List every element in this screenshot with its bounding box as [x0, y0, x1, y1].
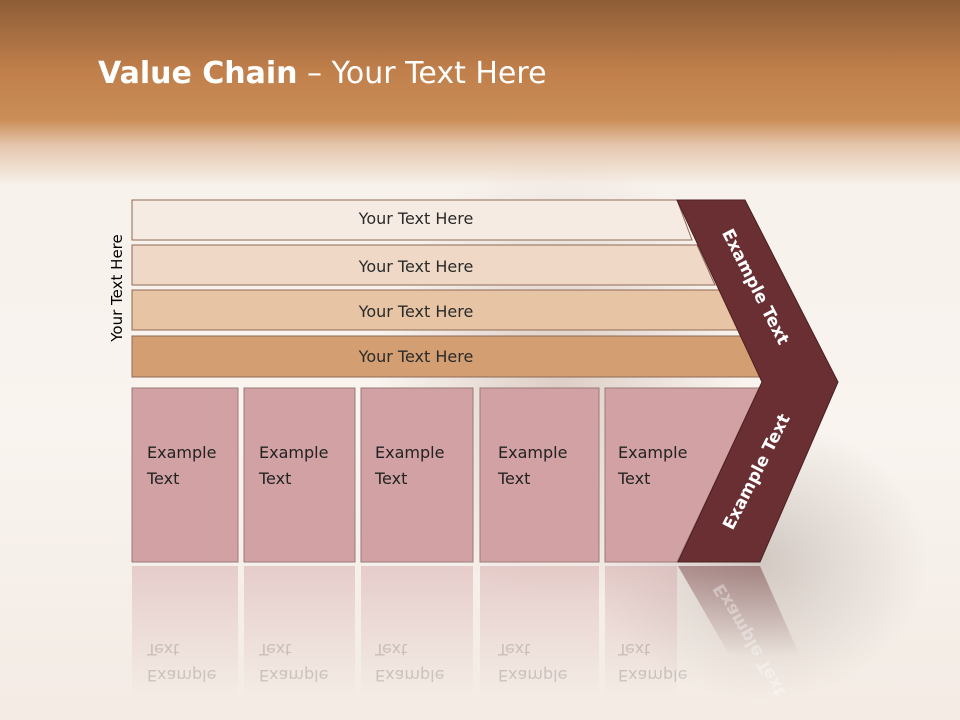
bar-1 [131, 199, 693, 241]
box-3-line1: Example [375, 443, 445, 462]
box-3-label-reflection: Example Text [375, 636, 444, 688]
bar-4-label: Your Text Here [358, 347, 474, 366]
box-3-reflection [361, 566, 473, 696]
box-1-label-reflection: Example Text [147, 636, 216, 688]
chevron-arrow [676, 199, 839, 563]
box-5-label-reflection: Example Text [618, 636, 687, 688]
box-5-reflection [605, 566, 677, 696]
title-bold: Value Chain [98, 56, 298, 91]
box-3-refl-line1: Example [375, 666, 445, 685]
box-3 [360, 387, 474, 563]
box-4-line1: Example [498, 443, 568, 462]
box-2-refl-line2: Text [259, 640, 292, 659]
box-1-line2: Text [147, 469, 180, 488]
slide-title: Value Chain – Your Text Here [98, 56, 547, 91]
box-4-label-reflection: Example Text [498, 636, 567, 688]
box-1-reflection [132, 566, 238, 696]
box-2-label-reflection: Example Text [259, 636, 328, 688]
chevron-reflection [678, 566, 800, 656]
box-1-line1: Example [147, 443, 217, 462]
box-3-refl-line2: Text [375, 640, 408, 659]
box-2 [243, 387, 356, 563]
box-1-refl-line2: Text [147, 640, 180, 659]
box-1-refl-line1: Example [147, 666, 217, 685]
box-5-refl-line2: Text [618, 640, 651, 659]
box-5 [604, 387, 761, 563]
box-4 [479, 387, 600, 563]
box-4-reflection [480, 566, 599, 696]
bar-2 [131, 244, 716, 286]
bar-2-label: Your Text Here [358, 257, 474, 276]
bar-1-label: Your Text Here [358, 209, 474, 228]
box-4-refl-line1: Example [498, 666, 568, 685]
box-5-refl-line1: Example [618, 666, 688, 685]
title-banner [0, 0, 960, 185]
box-2-line1: Example [259, 443, 329, 462]
box-2-line2: Text [259, 469, 292, 488]
bar-3-label: Your Text Here [358, 302, 474, 321]
box-2-reflection [244, 566, 355, 696]
title-rest: – Your Text Here [297, 56, 547, 91]
box-3-line2: Text [375, 469, 408, 488]
box-4-line2: Text [498, 469, 531, 488]
box-4-refl-line2: Text [498, 640, 531, 659]
box-2-refl-line1: Example [259, 666, 329, 685]
box-5-line1: Example [618, 443, 688, 462]
box-1 [131, 387, 239, 563]
box-5-line2: Text [618, 469, 651, 488]
